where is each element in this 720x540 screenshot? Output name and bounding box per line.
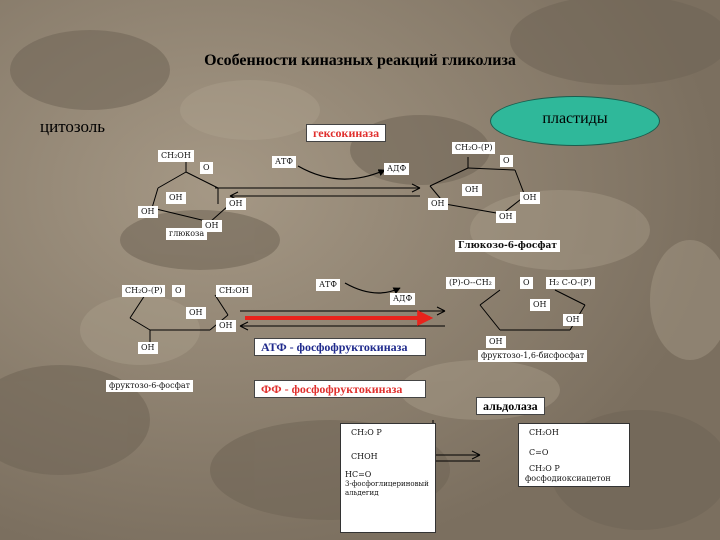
aldolase-label: альдолаза [476,397,545,415]
f6p-ring-o: O [172,285,185,297]
f6p-oh-1: OH [186,307,206,319]
f6p-ch2o: CH₂O-(P) [122,285,166,297]
g6p-ch2o: CH₂O-(P) [452,142,496,154]
dhap-line-1: CH₂OH [529,428,559,437]
atp-pfk-label: АТФ - фосфофруктокиназа [254,338,426,356]
gap-line-2: CHOH [351,452,378,461]
cytosol-label: цитозоль [40,117,106,136]
gap-line-3: HC=O [345,470,372,479]
ff-pfk-label: ФФ - фосфофруктокиназа [254,380,426,398]
atp-adp-curve-2 [344,282,401,295]
glucose-name: глюкоза [166,228,208,240]
f16bp-name: фруктозо-1,6-бисфосфат [478,350,588,362]
pfk-arrow [239,306,446,331]
g6p-name: Глюкозо-6-фосфат [455,240,560,252]
f6p-oh-2: OH [216,320,236,332]
glucose-oh-left: OH [138,206,158,218]
g6p-ring-o: O [500,155,513,167]
dhap-name: фосфодиоксиацетон [525,474,611,483]
g6p-oh-1: OH [462,184,482,196]
adp-label-2: АДФ [390,293,416,305]
hexokinase-label: гексокиназа [306,124,387,142]
glucose-ring-o: O [200,162,213,174]
f6p-name: фруктозо-6-фосфат [106,380,194,392]
f16bp-oh-2: OH [563,314,583,326]
glucose-oh-top: OH [166,192,186,204]
plastid-ellipse: пластиды [490,96,660,146]
glucose-oh-right: OH [226,198,246,210]
atp-label-1: АТФ [272,156,297,168]
f16bp-right: H₂ C-O-(P) [546,277,595,289]
dhap-line-3: CH₂O P [529,464,560,473]
gap-line-1: CH₂O P [351,428,382,437]
dhap-line-2: C=O [529,448,549,457]
page-title: Особенности киназных реакций гликолиза [204,52,516,69]
f6p-oh-3: OH [138,342,158,354]
f6p-ch2oh: CH₂OH [216,285,252,297]
hexokinase-arrow [215,183,421,201]
atp-adp-curve-1 [297,165,386,180]
atp-label-2: АТФ [316,279,341,291]
f16bp-ring-o: O [520,277,533,289]
dhap-panel: CH₂OH C=O CH₂O P фосфодиоксиацетон [518,423,630,487]
glucose-ch2oh: CH₂OH [158,150,194,162]
plastid-label: пластиды [542,110,608,127]
adp-label-1: АДФ [384,163,410,175]
g6p-oh-4: OH [496,211,516,223]
f16bp-oh-1: OH [530,299,550,311]
f16bp-oh-3: OH [486,336,506,348]
gap-panel: CH₂O P CHOH HC=O 3-фосфоглицериновый аль… [340,423,436,533]
g6p-oh-2: OH [520,192,540,204]
glucose-ring [151,162,229,223]
g6p-oh-3: OH [428,198,448,210]
f6p-ring [129,294,229,342]
f16bp-left: (P)-O--CH₂ [446,277,495,289]
gap-name: 3-фосфоглицериновый альдегид [345,480,429,497]
